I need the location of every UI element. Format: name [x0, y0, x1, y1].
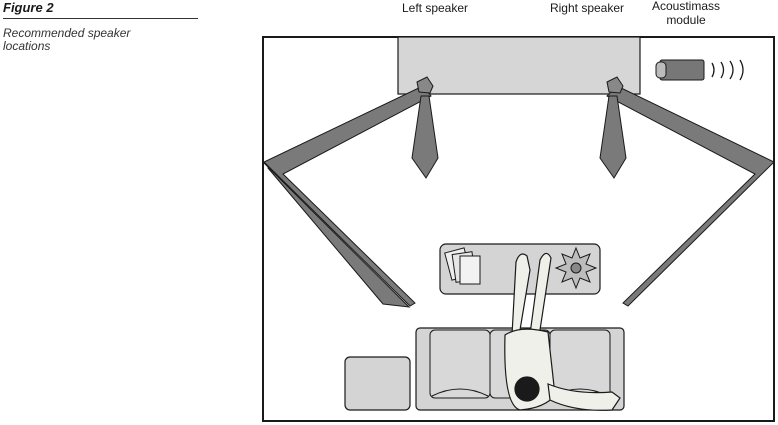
left-speaker-label: Left speaker	[401, 1, 469, 15]
acoustimass-module	[659, 59, 705, 81]
front-wall-area	[397, 36, 641, 95]
right-speaker	[606, 76, 624, 94]
right-speaker-label: Right speaker	[549, 1, 625, 15]
figure-title-rule	[3, 18, 198, 19]
left-direct-beam	[411, 95, 439, 179]
left-beam-fill	[263, 85, 432, 307]
figure-title: Figure 2	[3, 0, 54, 15]
figure-caption: Recommended speaker locations	[3, 26, 131, 53]
sofa-cushion-left	[429, 329, 491, 399]
acoustimass-module-port	[655, 61, 667, 79]
right-reflection-beam	[606, 85, 775, 307]
plant	[554, 246, 598, 290]
left-speaker	[416, 76, 434, 94]
acoustimass-module-label: Acoustimass module	[651, 0, 721, 27]
side-table	[344, 356, 411, 411]
sound-waves	[711, 59, 744, 81]
books	[444, 247, 481, 285]
listener	[504, 252, 621, 411]
right-direct-beam	[599, 95, 627, 179]
